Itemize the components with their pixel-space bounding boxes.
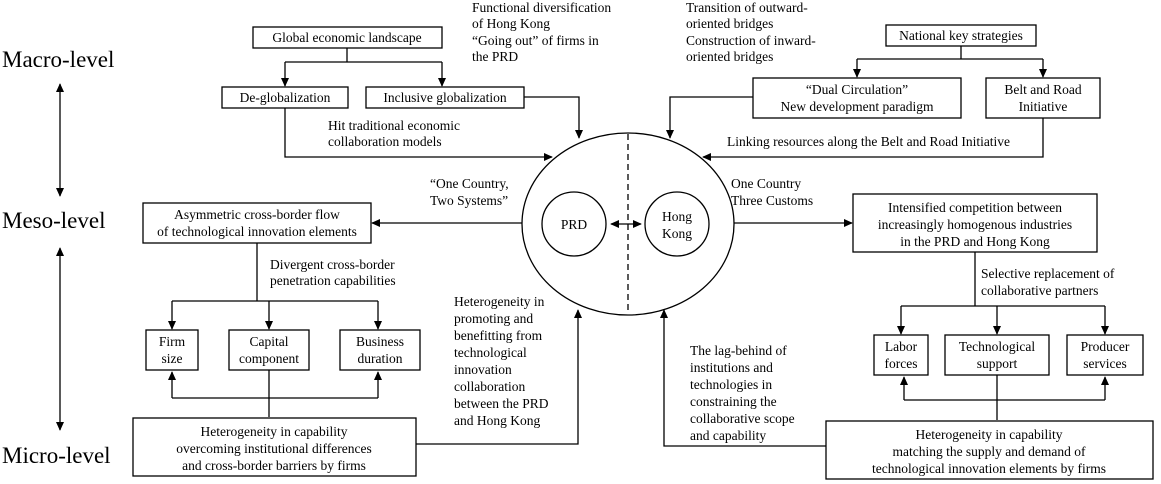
belt-road-box — [985, 77, 1101, 119]
bridges-label-3: Construction of inward- — [686, 33, 816, 48]
bridges-label-4: oriented bridges — [686, 49, 773, 64]
arrow-inclusive-to-center — [524, 96, 584, 139]
labor-forces-box — [873, 334, 929, 376]
lag-behind-label-4: constraining the — [690, 394, 777, 409]
capability-right-box — [825, 420, 1154, 480]
arrow-belt-road-to-center — [702, 118, 1044, 162]
promoting-label-4: technological — [454, 345, 527, 360]
lag-behind-label-2: institutions and — [690, 360, 773, 375]
asymmetric-flow-text-2: of technological innovation elements — [157, 224, 357, 239]
de-globalization-text: De-globalization — [240, 90, 331, 105]
one-country-three-label-1: One Country — [731, 176, 801, 191]
business-duration-box — [339, 329, 421, 371]
technological-support-text-1: Technological — [959, 339, 1036, 354]
prd-label: PRD — [561, 217, 588, 232]
promoting-label-2: promoting and — [454, 311, 533, 326]
selective-label-2: collaborative partners — [981, 283, 1098, 298]
capability-right-text-2: matching the supply and demand of — [892, 444, 1086, 459]
bridges-label-1: Transition of outward- — [686, 0, 808, 15]
intensified-competition-text-3: in the PRD and Hong Kong — [900, 234, 1050, 249]
hk-label-line2: Kong — [662, 226, 692, 241]
producer-services-text-1: Producer — [1081, 339, 1130, 354]
one-country-three-label-2: Three Customs — [731, 193, 813, 208]
hit-models-label-2: collaboration models — [328, 134, 442, 149]
arrow-de-globalization-to-center — [284, 108, 553, 162]
hk-label-line1: Hong — [662, 209, 692, 224]
capability-left-text-3: and cross-border barriers by firms — [182, 458, 366, 473]
arrow-capability-left-to-center — [416, 309, 583, 445]
labor-forces-text-1: Labor — [885, 339, 918, 354]
producer-services-text-2: services — [1083, 356, 1126, 371]
firm-size-text-1: Firm — [159, 334, 186, 349]
belt-road-text-1: Belt and Road — [1004, 82, 1081, 97]
intensified-competition-box — [852, 193, 1098, 253]
capability-right-text-1: Heterogeneity in capability — [916, 427, 1063, 442]
arrow-capability-right-to-center — [659, 309, 826, 447]
dual-circulation-text-2: New development paradigm — [781, 99, 934, 114]
promoting-label-7: between the PRD — [454, 396, 549, 411]
intensified-competition-text-2: increasingly homogenous industries — [878, 217, 1072, 232]
divergent-label-1: Divergent cross-border — [270, 257, 395, 272]
firm-size-box — [145, 329, 199, 371]
promoting-label-3: benefitting from — [454, 328, 543, 343]
capability-left-box — [132, 417, 417, 477]
belt-road-text-2: Initiative — [1019, 99, 1068, 114]
capability-right-text-3: technological innovation elements by fir… — [872, 461, 1106, 476]
lag-behind-label-1: The lag-behind of — [690, 343, 787, 358]
dual-circulation-box — [752, 77, 962, 119]
hk-circle — [644, 191, 710, 257]
global-landscape-text: Global economic landscape — [272, 30, 421, 45]
selective-label-1: Selective replacement of — [981, 266, 1115, 281]
intensified-competition-text-1: Intensified competition between — [888, 200, 1062, 215]
macro-level-label: Macro-level — [2, 47, 114, 72]
bridges-label-2: oriented bridges — [686, 16, 773, 31]
lag-behind-label-6: and capability — [690, 428, 766, 443]
micro-level-label: Micro-level — [2, 443, 111, 468]
central-ellipse — [521, 132, 735, 316]
dual-circulation-text-1: “Dual Circulation” — [806, 82, 908, 97]
business-duration-text-2: duration — [358, 351, 403, 366]
arrow-dual-circulation-to-center — [665, 96, 753, 139]
capability-left-text-1: Heterogeneity in capability — [201, 424, 348, 439]
linking-label: Linking resources along the Belt and Roa… — [727, 134, 1010, 149]
functional-label-1: Functional diversification — [472, 0, 611, 15]
promoting-label-1: Heterogeneity in — [454, 294, 545, 309]
technological-support-text-2: support — [977, 356, 1018, 371]
functional-label-4: the PRD — [472, 49, 518, 64]
producer-services-box — [1066, 334, 1144, 376]
lag-behind-label-3: technologies in — [690, 377, 772, 392]
labor-forces-text-2: forces — [885, 356, 918, 371]
promoting-label-8: and Hong Kong — [454, 413, 540, 428]
capability-left-text-2: overcoming institutional differences — [176, 441, 371, 456]
divergent-label-2: penetration capabilities — [270, 273, 396, 288]
functional-label-2: of Hong Kong — [472, 16, 550, 31]
meso-level-label: Meso-level — [2, 208, 105, 233]
inclusive-globalization-text: Inclusive globalization — [383, 90, 507, 105]
lag-behind-label-5: collaborative scope — [690, 411, 795, 426]
promoting-label-5: innovation — [454, 362, 512, 377]
functional-label-3: “Going out” of firms in — [472, 33, 599, 48]
business-duration-text-1: Business — [356, 334, 404, 349]
capital-component-text-2: component — [239, 351, 299, 366]
firm-size-text-2: size — [162, 351, 183, 366]
asymmetric-flow-box — [142, 202, 372, 244]
one-country-two-label-1: “One Country, — [430, 176, 509, 191]
hit-models-label-1: Hit traditional economic — [328, 118, 460, 133]
capital-component-text-1: Capital — [250, 334, 289, 349]
asymmetric-flow-text-1: Asymmetric cross-border flow — [174, 207, 340, 222]
one-country-two-label-2: Two Systems” — [430, 193, 508, 208]
prd-circle — [541, 191, 607, 257]
promoting-label-6: collaboration — [454, 379, 525, 394]
national-strategies-text: National key strategies — [899, 28, 1023, 43]
